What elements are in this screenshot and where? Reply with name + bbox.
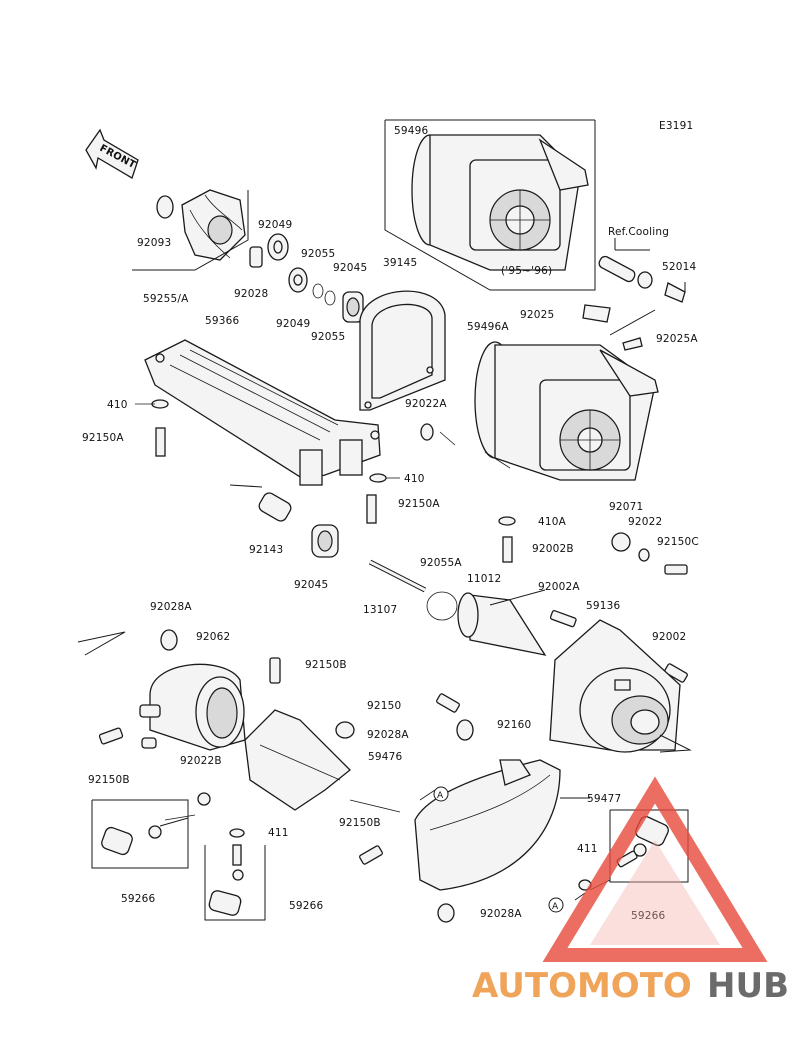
label-59366: 59366 [205, 315, 240, 327]
label-410-b: 410 [404, 473, 425, 485]
label-92093: 92093 [137, 237, 171, 249]
label-92002A: 92002A [538, 581, 580, 593]
label-92028A-b: 92028A [367, 729, 409, 741]
label-92150: 92150 [367, 700, 401, 712]
label-410A: 410A [538, 516, 567, 528]
label-92055A: 92055A [420, 557, 462, 569]
label-92150B-a: 92150B [305, 659, 347, 671]
part-59366 [144, 339, 381, 486]
label-92002: 92002 [652, 631, 686, 643]
label-11012: 11012 [467, 573, 501, 585]
watermark-text: AUTOMOTO HUB [472, 966, 789, 1006]
label-92150A-b: 92150A [398, 498, 440, 510]
label-92055-a: 92055 [301, 248, 335, 260]
watermark-part-1: AUTOMOTO [472, 966, 692, 1006]
label-92071: 92071 [609, 501, 643, 513]
part-13107-shaft [368, 559, 458, 621]
label-59266-b: 59266 [289, 900, 324, 912]
label-52014: 52014 [662, 261, 697, 273]
part-bolts [98, 427, 688, 866]
label-92022: 92022 [628, 516, 662, 528]
label-92028A-c: 92028A [480, 908, 522, 920]
label-410-a: 410 [107, 399, 128, 411]
part-11012-cone [457, 589, 547, 656]
label-92022A: 92022A [405, 398, 447, 410]
label-92045-a: 92045 [333, 262, 367, 274]
label-92150A-a: 92150A [82, 432, 124, 444]
label-92150B-c: 92150B [339, 817, 381, 829]
part-59496A [474, 309, 659, 481]
label-13107: 13107 [363, 604, 397, 616]
label-92150B-b: 92150B [88, 774, 130, 786]
label-92150C: 92150C [657, 536, 699, 548]
label-92025A: 92025A [656, 333, 698, 345]
label-92028A-a: 92028A [150, 601, 192, 613]
svg-text:A: A [552, 902, 559, 912]
label-92143: 92143 [249, 544, 283, 556]
part-59266-group-2 [204, 828, 266, 921]
label-year-note: ('95~'96) [501, 265, 552, 277]
label-59136: 59136 [586, 600, 621, 612]
label-59477: 59477 [587, 793, 621, 805]
label-92062: 92062 [196, 631, 230, 643]
part-seals [249, 233, 364, 323]
watermark-logo [542, 776, 768, 962]
label-59255A: 59255/A [143, 293, 189, 305]
part-labels: 59496 92093 92049 92055 92045 92028 9204… [82, 125, 699, 922]
label-39145: 39145 [383, 257, 417, 269]
label-92055-b: 92055 [311, 331, 345, 343]
part-39145 [359, 290, 446, 411]
label-59496: 59496 [394, 125, 429, 137]
label-92028: 92028 [234, 288, 268, 300]
part-59266-group-1 [91, 792, 211, 869]
marker-a-2: A [548, 897, 564, 913]
label-92049-b: 92049 [276, 318, 310, 330]
watermark-part-2: HUB [707, 966, 789, 1006]
label-59266-a: 59266 [121, 893, 156, 905]
part-59136 [549, 619, 692, 753]
part-nuts [611, 532, 650, 562]
part-59496-group [384, 119, 596, 291]
label-ref-cooling: Ref.Cooling [608, 226, 669, 238]
label-92022B: 92022B [180, 755, 222, 767]
label-59476: 59476 [368, 751, 403, 763]
part-92062 [77, 629, 246, 751]
part-59476 [244, 709, 355, 811]
part-59477 [414, 719, 590, 923]
label-92160: 92160 [497, 719, 531, 731]
label-59496A: 59496A [467, 321, 509, 333]
label-411-a: 411 [268, 827, 289, 839]
part-92143-sleeve [229, 484, 339, 558]
label-92025: 92025 [520, 309, 554, 321]
diagram-code: E3191 [659, 120, 693, 132]
front-arrow: FRONT [85, 128, 139, 179]
label-59266-c: 59266 [631, 910, 666, 922]
label-92049-a: 92049 [258, 219, 292, 231]
part-cooling [582, 238, 686, 351]
part-impeller [132, 189, 249, 271]
label-411-b: 411 [577, 843, 598, 855]
svg-text:A: A [437, 791, 444, 801]
label-92045-b: 92045 [294, 579, 328, 591]
label-92002B: 92002B [532, 543, 574, 555]
marker-a-1: A [433, 786, 449, 802]
